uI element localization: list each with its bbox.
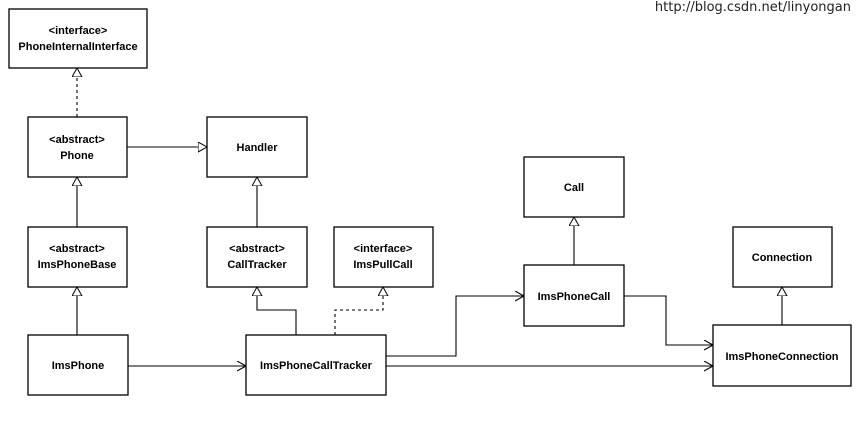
class-call-tracker: <abstract> CallTracker xyxy=(206,226,308,288)
class-name: ImsPhoneCallTracker xyxy=(260,360,373,372)
edge-ims-phone-call-tracker-uses-ims-phone-call xyxy=(386,296,524,357)
stereotype-label: <abstract> xyxy=(49,243,105,255)
class-name: CallTracker xyxy=(227,259,287,271)
class-ims-pull-call: <interface> ImsPullCall xyxy=(333,226,434,288)
class-call: Call xyxy=(523,156,625,218)
edge-ims-phone-call-uses-ims-phone-connection xyxy=(624,295,713,345)
class-phone: <abstract> Phone xyxy=(27,116,128,178)
class-ims-phone-base: <abstract> ImsPhoneBase xyxy=(27,226,128,288)
class-connection: Connection xyxy=(732,226,833,288)
class-name: Handler xyxy=(237,142,279,154)
source-url: http://blog.csdn.net/linyongan xyxy=(654,0,851,15)
edge-ims-phone-call-tracker-extends-call-tracker xyxy=(257,287,297,335)
class-phone-internal-interface: <interface> PhoneInternalInterface xyxy=(8,8,148,69)
edges xyxy=(77,68,782,366)
class-name: Call xyxy=(564,182,584,194)
stereotype-label: <interface> xyxy=(49,25,108,37)
class-name: Connection xyxy=(752,252,813,264)
class-name: Phone xyxy=(60,150,94,162)
class-ims-phone-connection: ImsPhoneConnection xyxy=(712,324,852,387)
class-handler: Handler xyxy=(206,116,308,178)
stereotype-label: <abstract> xyxy=(49,134,105,146)
class-name: ImsPhoneConnection xyxy=(725,351,838,363)
stereotype-label: <interface> xyxy=(354,243,413,255)
class-name: ImsPullCall xyxy=(353,259,412,271)
class-ims-phone-call-tracker: ImsPhoneCallTracker xyxy=(245,334,387,396)
class-ims-phone-call: ImsPhoneCall xyxy=(523,264,625,327)
class-name: ImsPhoneBase xyxy=(38,259,117,271)
class-name: ImsPhoneCall xyxy=(538,291,611,303)
stereotype-label: <abstract> xyxy=(229,243,285,255)
class-name: ImsPhone xyxy=(52,360,105,372)
class-ims-phone: ImsPhone xyxy=(27,334,129,396)
edge-ims-phone-call-tracker-realizes-ims-pull-call xyxy=(334,287,383,335)
class-name: PhoneInternalInterface xyxy=(18,41,137,53)
